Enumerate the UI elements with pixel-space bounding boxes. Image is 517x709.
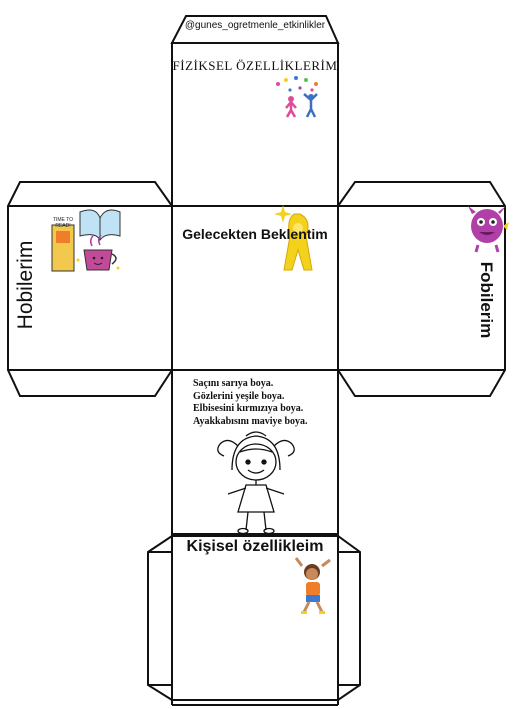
instruction-line: Gözlerini yeşile boya. bbox=[193, 390, 285, 402]
center-face-title: Gelecekten Beklentim bbox=[182, 226, 328, 242]
instruction-line: Ayakkabısını maviye boya. bbox=[193, 415, 308, 427]
instruction-line: Elbisesini kırmızıya boya. bbox=[193, 403, 304, 414]
monster-icon bbox=[468, 206, 509, 253]
book-and-cup-icon: TIME TO READ! bbox=[51, 209, 121, 272]
instruction-line: Saçını sarıya boya. bbox=[193, 378, 274, 389]
trophy-figure-icon bbox=[274, 205, 313, 271]
svg-text:TIME TO: TIME TO bbox=[53, 217, 73, 223]
bottom-face-title: Kişisel özellikleim bbox=[186, 538, 324, 555]
left-face bbox=[7, 181, 173, 397]
right-face-title: Fobilerim bbox=[477, 261, 496, 339]
middle-face bbox=[171, 369, 339, 535]
people-celebrate-icon bbox=[276, 76, 318, 118]
top-face-title: FİZİKSEL ÖZELLİKLERİM bbox=[172, 58, 338, 73]
kid-jumping-icon bbox=[294, 557, 331, 614]
credit-handle: @gunes_ogretmenle_etkinlikler bbox=[184, 20, 326, 31]
coloring-girl-icon bbox=[217, 431, 295, 535]
svg-text:READ!: READ! bbox=[55, 223, 70, 229]
coloring-instructions: Saçını sarıya boya. Gözlerini yeşile boy… bbox=[193, 378, 308, 428]
left-face-title: Hobilerim bbox=[14, 240, 37, 330]
